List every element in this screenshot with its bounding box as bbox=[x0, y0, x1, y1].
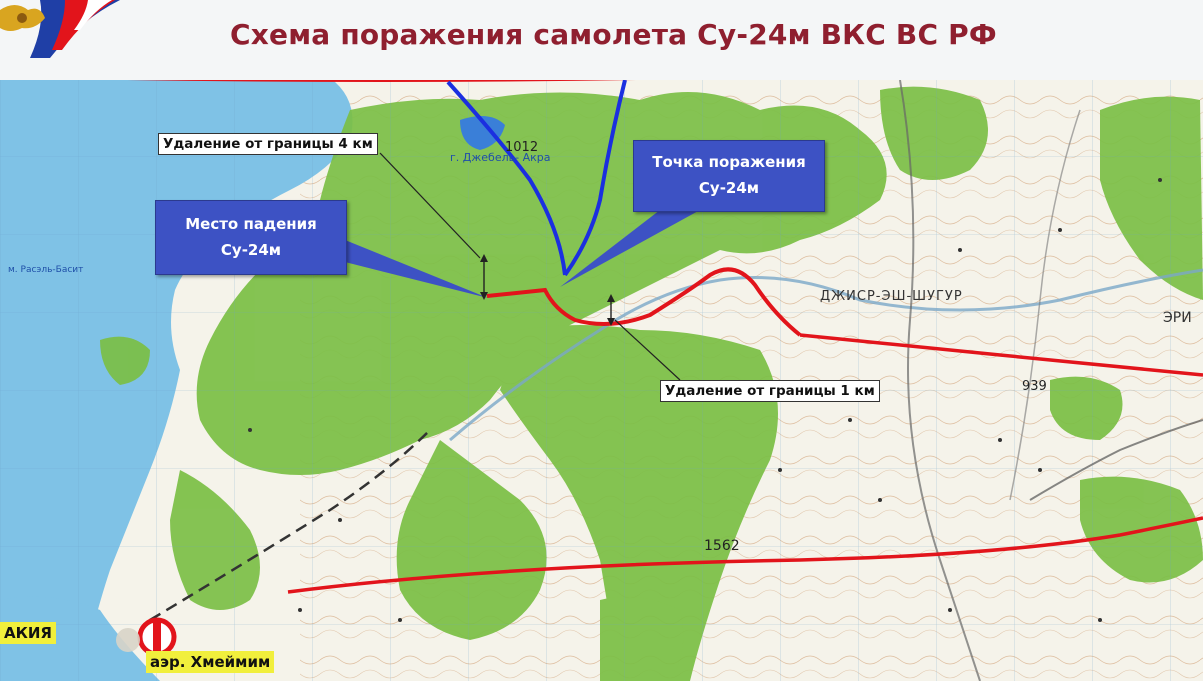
airfield-marker-icon bbox=[137, 617, 177, 657]
place-ras-al-basit: м. Расэль-Басит bbox=[8, 265, 83, 275]
place-jisr-ash-shugur: ДЖИСР-ЭШ-ШУГУР bbox=[820, 289, 963, 304]
dist1-leader bbox=[614, 319, 681, 381]
place-eri: ЭРИ bbox=[1163, 310, 1192, 326]
crash-site-pointer bbox=[345, 240, 488, 298]
distance-1km-label: Удаление от границы 1 км bbox=[660, 380, 880, 402]
elevation-1562: 1562 bbox=[704, 538, 740, 554]
crash-site-line2: Су-24м bbox=[220, 241, 282, 259]
border-line-south bbox=[287, 516, 1203, 594]
road bbox=[899, 79, 981, 681]
elevation-1012: 1012 bbox=[505, 140, 538, 155]
crash-site-line1: Место падения bbox=[185, 215, 317, 233]
hit-point-pointer bbox=[560, 210, 700, 287]
place-jebel-akra: г. Джебель- Акра bbox=[450, 151, 550, 164]
dist4-leader bbox=[379, 152, 481, 259]
hit-point-line1: Точка поражения bbox=[652, 153, 806, 171]
crash-site-callout: Место падения Су-24м bbox=[155, 200, 347, 275]
airfield-label: аэр. Хмеймим bbox=[146, 651, 275, 673]
flight-path bbox=[486, 267, 802, 337]
elevation-939: 939 bbox=[1022, 379, 1047, 394]
lake bbox=[460, 116, 505, 150]
railway bbox=[149, 429, 431, 622]
slide-header: Схема поражения самолета Су-24м ВКС ВС Р… bbox=[0, 0, 1203, 80]
missile-track-left bbox=[446, 80, 567, 276]
river bbox=[449, 268, 1203, 442]
missile-track-right bbox=[563, 79, 627, 277]
hit-point-callout: Точка поражения Су-24м bbox=[633, 140, 825, 212]
distance-4km-label: Удаление от границы 4 км bbox=[158, 133, 378, 155]
settlement-markers bbox=[248, 178, 1162, 622]
border-line-east bbox=[799, 333, 1203, 377]
city-label: АКИЯ bbox=[0, 622, 56, 644]
russian-aerospace-emblem-icon bbox=[0, 0, 120, 58]
hit-point-line2: Су-24м bbox=[698, 179, 760, 197]
slide-title: Схема поражения самолета Су-24м ВКС ВС Р… bbox=[230, 18, 997, 51]
